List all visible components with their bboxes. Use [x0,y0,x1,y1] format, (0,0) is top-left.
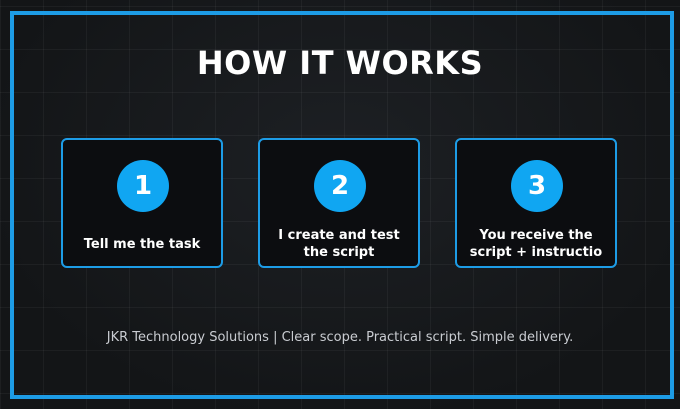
outer-frame [10,11,674,399]
step-card-2: 2 I create and test the script [258,138,420,268]
footer-tagline: JKR Technology Solutions | Clear scope. … [106,330,574,345]
step-card-1: 1 Tell me the task [61,138,223,268]
step-description: I create and test the script [278,228,400,260]
step-number-badge: 3 [511,160,563,212]
step-description: You receive the script + instructio [469,228,603,260]
step-number-badge: 2 [314,160,366,212]
step-number-badge: 1 [117,160,169,212]
page-title: HOW IT WORKS [196,44,484,82]
step-description: Tell me the task [83,237,201,252]
step-card-3: 3 You receive the script + instructio [455,138,617,268]
